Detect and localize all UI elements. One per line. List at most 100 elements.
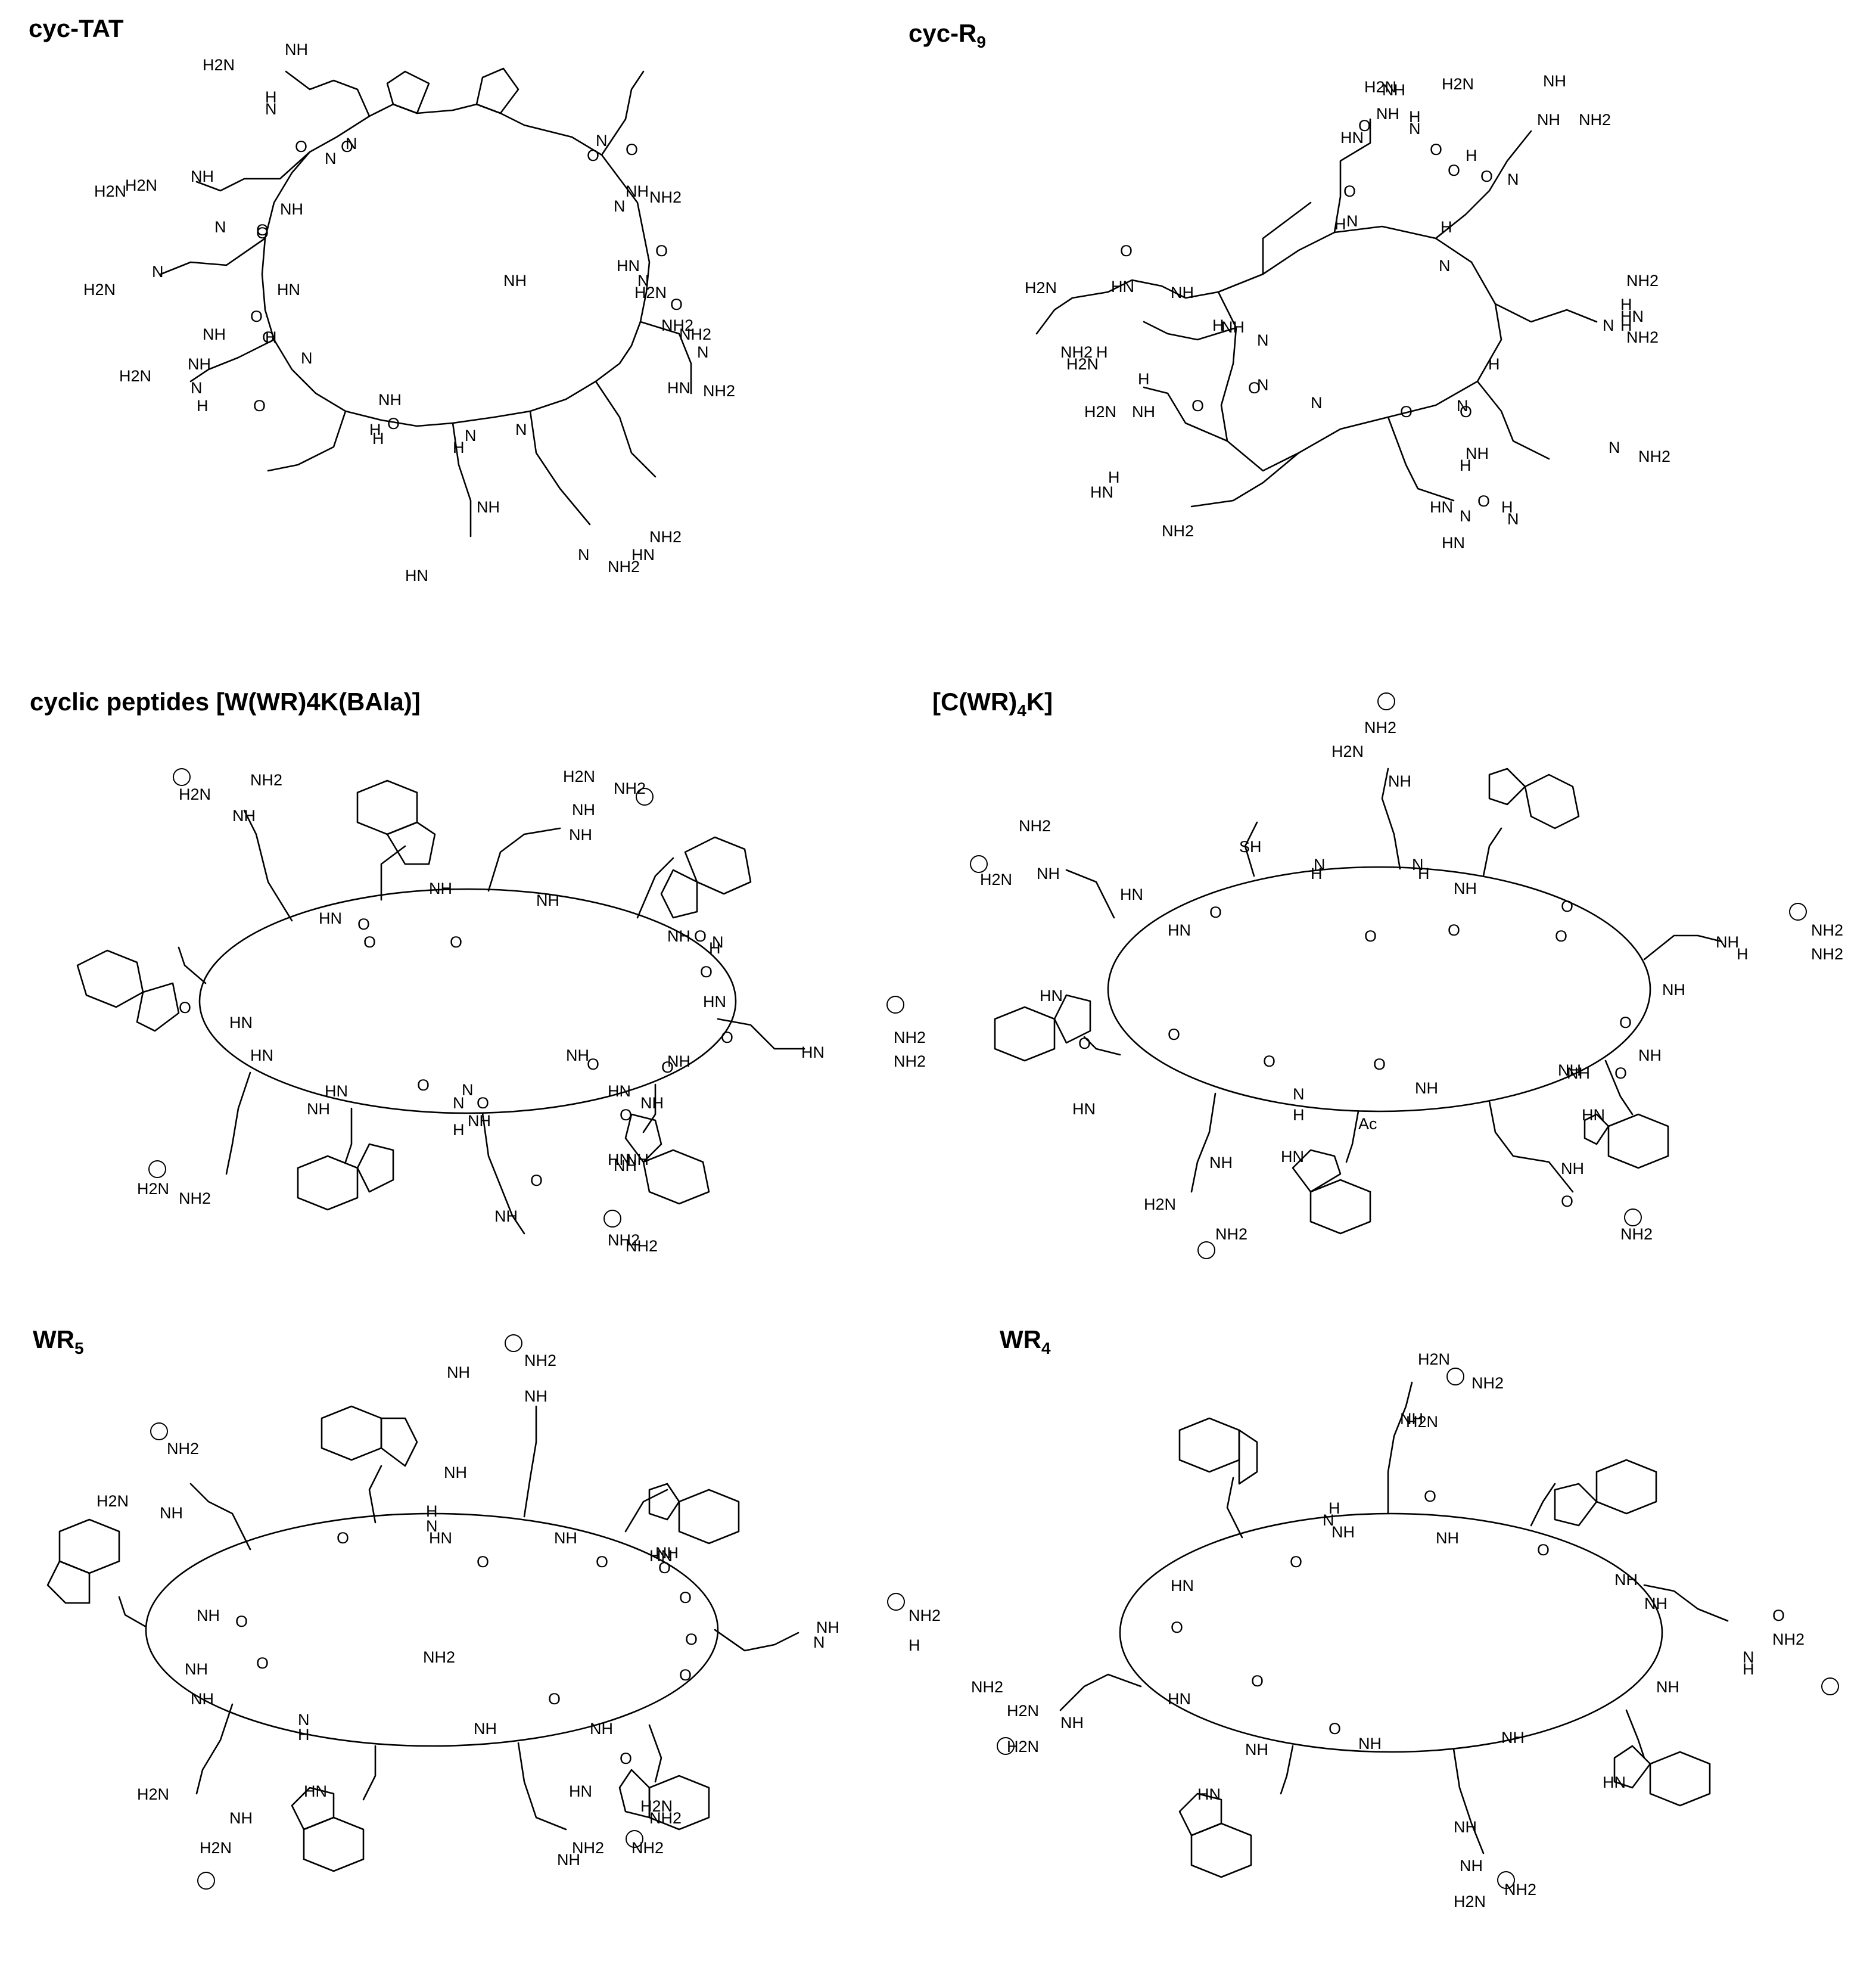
atom-label: O [1209,903,1222,921]
atom-label: HN [631,546,655,564]
atom-label: Ac [1358,1115,1377,1133]
plus-charge-icon [1446,1368,1464,1385]
atom-label: NH2 [971,1678,1003,1696]
atom-label: NH [1209,1154,1233,1172]
atom-label: N [1311,394,1323,412]
side-chains [118,1405,799,1831]
atom-label: NH [1567,1064,1590,1082]
atom-label: H [1334,215,1346,233]
atom-label: NH2 [572,1839,604,1857]
atom-label: NH2 [649,1809,682,1827]
atom-label: HN [1430,498,1453,516]
atom-label: H [709,939,721,957]
atom-label: N [712,933,724,951]
structure-cyc-tat [160,67,692,538]
atom-label: NH2 [1504,1881,1536,1899]
atom-label: NH2 [1364,719,1396,737]
atom-label: O [1329,1720,1341,1738]
atom-label: NH [1716,933,1739,951]
atom-label: O [587,147,599,164]
atom-label: NH [1060,1714,1084,1732]
plus-charge-icon [626,1830,643,1848]
atom-label: H2N [94,182,126,200]
atom-label: NH [1037,865,1060,883]
indole-rings [46,1405,740,1872]
atom-label: O [1290,1553,1302,1571]
atom-label: HN [325,1082,348,1100]
atom-label: H2N [1364,78,1396,96]
atom-label: N [298,1711,310,1729]
atom-label: O [179,999,191,1017]
atom-label: O [1263,1052,1275,1070]
side-chains [1065,768,1723,1193]
atom-label: NH [1171,284,1194,302]
atom-label: SH [1239,838,1262,856]
atom-label: O [256,224,269,242]
atom-label: NH [494,1207,518,1225]
atom-label: O [341,138,353,156]
indole-rings [994,768,1669,1235]
atom-label: NH [1415,1079,1438,1097]
atom-label: NH2 [608,558,640,576]
atom-label: NH [626,1151,649,1169]
plus-charge-icon [1624,1208,1642,1226]
atom-label: O [1448,921,1460,939]
atom-label: NH [160,1504,183,1522]
atom-label: O [661,1058,674,1076]
atom-label: N [1257,376,1269,394]
atom-label: NH2 [167,1440,199,1458]
atom-label: O [1120,242,1133,260]
atom-label: NH [280,200,303,218]
atom-label: NH2 [661,316,693,334]
atom-label: NH2 [1162,522,1194,540]
atom-label: O [256,221,269,239]
side-chains [1059,1381,1729,1854]
atom-label: NH [1558,1061,1581,1079]
atom-label: NH2 [894,1029,926,1046]
plus-charge-icon [1197,1241,1215,1259]
structure-wr4 [1059,1381,1729,1878]
atom-label: O [694,927,707,945]
atom-label: NH [503,272,527,290]
atom-label: O [1460,403,1472,421]
plus-charge-icon [997,1737,1015,1755]
atom-label: NH2 [894,1052,926,1070]
atom-label: O [658,1559,671,1577]
atom-label: NH2 [1626,272,1659,290]
plus-charge-icon [1789,903,1807,921]
backbone-ellipse [1119,1512,1663,1753]
atom-label: HN [1620,307,1644,325]
plus-charge-icon [970,855,988,873]
atom-label: N [462,1081,474,1099]
atom-label: NH2 [1811,921,1843,939]
atom-label: H [1138,370,1150,388]
atom-label: N [1457,397,1469,415]
atom-label: N [1346,212,1358,230]
atom-label: O [1364,927,1377,945]
atom-label: H [1108,468,1120,486]
atom-label: N [1609,439,1620,456]
atom-label: O [256,1654,269,1672]
atom-label: NH [667,1052,690,1070]
atom-label: O [1373,1055,1386,1073]
plus-charge-icon [505,1334,522,1352]
atom-label: NH [203,325,226,343]
atom-label: HN [1111,278,1134,296]
macrocycle-backbone [1217,225,1502,472]
atom-label: NH [1644,1595,1667,1613]
atom-label: NH [1221,318,1245,336]
atom-label: NH [536,891,559,909]
atom-label: N [191,379,203,397]
atom-label: N [578,546,590,564]
atom-labels-wr4: H2NNH2NHH2NHNHNONHOONHHNNHONH2ONHNH2H2NN… [971,1350,1805,1910]
atom-label: H2N [125,176,157,194]
atom-label: H2N [200,1839,232,1857]
atom-label: NH [1382,81,1405,99]
atom-label: NH [1454,880,1477,897]
atom-label: H [1409,108,1421,126]
atom-label: H2N [1007,1738,1039,1756]
atom-label: NH [185,1660,208,1678]
backbone-ellipse [1107,866,1651,1113]
